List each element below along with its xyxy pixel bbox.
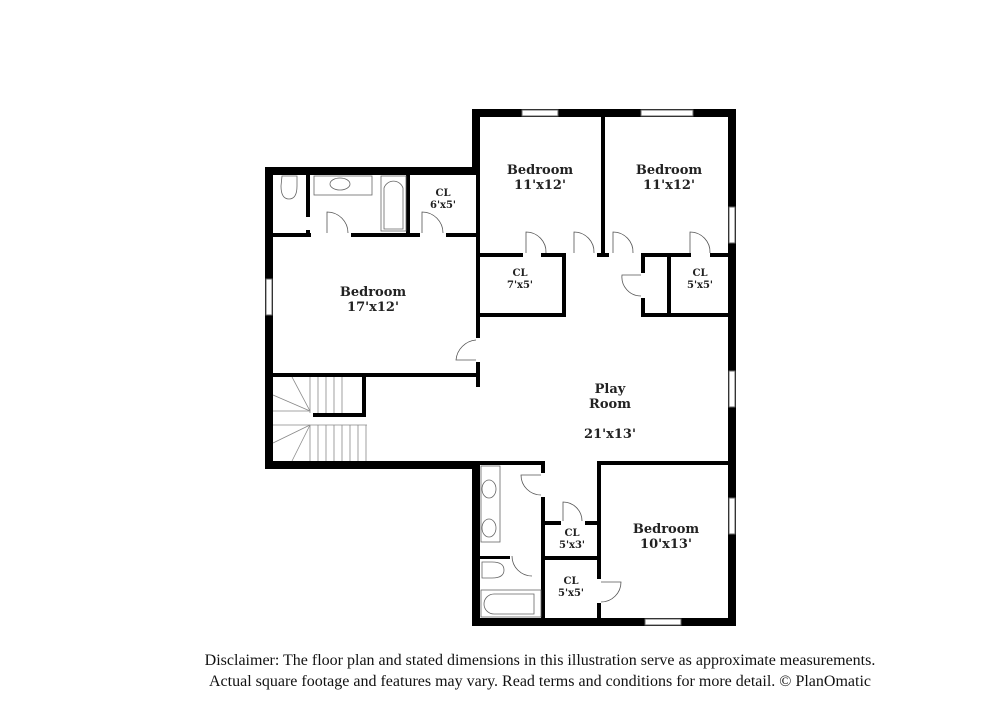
window: [728, 370, 736, 408]
disclaimer: Disclaimer: The floor plan and stated di…: [0, 650, 1000, 692]
bathtub-icon: [380, 175, 407, 232]
closet-dims: 7'x5': [506, 279, 534, 291]
closet-name: CL: [692, 268, 708, 279]
staircase: [272, 376, 367, 462]
exterior-walls: [265, 109, 736, 626]
room-name: Bedroom: [506, 163, 574, 178]
closet-name: CL: [435, 188, 451, 199]
room-name: Bedroom: [632, 522, 700, 537]
room-label-playroom: Play Room 21'x13': [584, 368, 636, 458]
disclaimer-line-2: Actual square footage and features may v…: [208, 673, 871, 690]
closet-name: CL: [564, 528, 580, 539]
closet-dims: 5'x3': [558, 539, 586, 551]
window: [728, 497, 736, 535]
toilet-icon: [280, 175, 298, 200]
room-dims: 21'x13': [584, 426, 636, 442]
window: [265, 278, 273, 316]
closet-label-s1: CL 5'x3': [559, 528, 585, 551]
room-label-bedroom-n2: Bedroom 11'x12': [635, 163, 703, 194]
closet-dims: 6'x5': [429, 199, 457, 211]
vanity: [313, 175, 373, 196]
window: [728, 206, 736, 244]
room-label-bedroom-n1: Bedroom 11'x12': [506, 163, 574, 194]
room-name: Play Room: [589, 381, 631, 412]
fixtures: [272, 175, 542, 618]
room-name: Bedroom: [635, 163, 703, 178]
closet-label-s2: CL 5'x5': [558, 576, 584, 599]
room-dims: 10'x13': [640, 536, 692, 552]
room-dims: 17'x12': [347, 299, 399, 315]
closet-label-n2: CL 5'x5': [687, 268, 713, 291]
sink-icon: [481, 518, 497, 538]
sink-icon: [329, 177, 351, 191]
windows: [265, 109, 736, 626]
closet-name: CL: [563, 576, 579, 587]
bathtub-icon: [480, 589, 542, 618]
closet-label-top: CL 6'x5': [430, 188, 456, 211]
closet-label-n1: CL 7'x5': [507, 268, 533, 291]
closet-name: CL: [512, 268, 528, 279]
window: [640, 109, 694, 117]
room-name: Bedroom: [339, 285, 407, 300]
sink-icon: [481, 479, 497, 499]
vanity: [480, 465, 501, 543]
room-label-bedroom-se: Bedroom 10'x13': [632, 522, 700, 553]
interior-walls: [273, 117, 728, 618]
window: [644, 618, 682, 626]
room-dims: 11'x12': [514, 177, 566, 193]
room-label-bedroom-nw: Bedroom 17'x12': [339, 285, 407, 316]
closet-dims: 5'x5': [686, 279, 714, 291]
closet-dims: 5'x5': [557, 587, 585, 599]
disclaimer-line-1: Disclaimer: The floor plan and stated di…: [204, 652, 876, 669]
room-dims: 11'x12': [643, 177, 695, 193]
doors: [326, 211, 711, 603]
toilet-icon: [481, 561, 505, 579]
window: [521, 109, 559, 117]
